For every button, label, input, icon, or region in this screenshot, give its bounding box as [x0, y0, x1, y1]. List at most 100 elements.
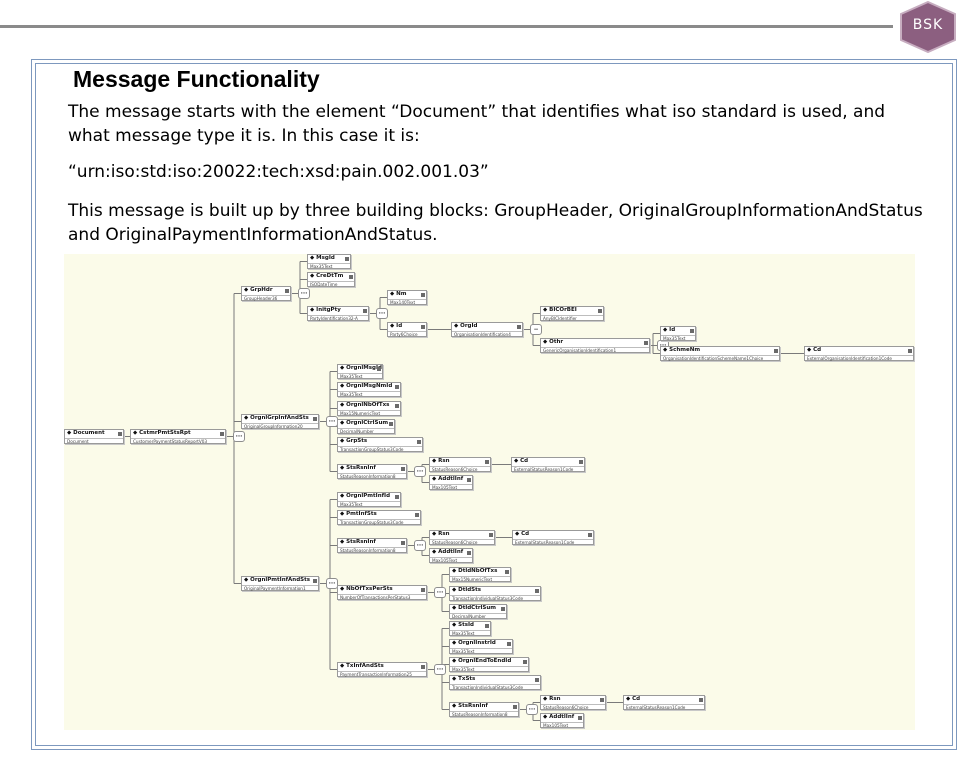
node-grip-icon [349, 275, 353, 279]
node-grip-icon [489, 533, 493, 537]
sequence-compositor-icon[interactable]: ··· [298, 288, 310, 299]
schema-node-name: ◆ Rsn [432, 458, 450, 464]
schema-node-name: ◆ OrgId [454, 323, 478, 329]
sequence-compositor-icon[interactable]: ··· [326, 578, 338, 589]
schema-node-type: StatusReasonInformation8 [450, 711, 518, 717]
schema-node-type: DecimalNumber [450, 613, 506, 619]
schema-node-id2[interactable]: ◆ Id Max35Text [660, 326, 696, 341]
schema-node-type: Max35Text [450, 630, 490, 636]
schema-node-name: ◆ Id [663, 327, 676, 333]
node-grip-icon [505, 570, 509, 574]
schema-node-type: ExternalStatusReason1Code [513, 539, 593, 545]
schema-node-name: ◆ TxInfAndSts [340, 663, 384, 669]
schema-node-name: ◆ MsgId [310, 255, 335, 261]
schema-node-name: ◆ OrgnlCtrlSum [340, 420, 389, 426]
schema-node-type: Max105Text [430, 557, 472, 563]
node-grip-icon [600, 698, 604, 702]
sequence-compositor-icon[interactable]: ··· [376, 308, 388, 319]
sequence-compositor-icon[interactable]: ··· [233, 431, 245, 442]
schema-node-name: ◆ GrpSts [340, 438, 368, 444]
node-grip-icon [501, 607, 505, 611]
schema-node-name: ◆ Id [390, 323, 403, 329]
schema-node-name: ◆ OrgnlEndToEndId [452, 658, 512, 664]
schema-node-type: OrganisationIdentification4 [452, 331, 522, 337]
node-grip-icon [774, 349, 778, 353]
schema-node-type: Max35Text [661, 335, 695, 341]
schema-node-name: ◆ OrgnlMsgNmId [340, 383, 393, 389]
schema-node-type: ISODateTime [308, 281, 354, 287]
schema-node-type: Max35Text [308, 263, 350, 269]
node-grip-icon [377, 367, 381, 371]
schema-node-name: ◆ SchmeNm [663, 347, 701, 353]
node-grip-icon [285, 289, 289, 293]
schema-node-name: ◆ OrgnlNbOfTxs [340, 402, 390, 408]
page-frame-inner [35, 63, 953, 746]
node-grip-icon [395, 385, 399, 389]
node-grip-icon [535, 678, 539, 682]
schema-node-type: DecimalNumber [338, 428, 394, 434]
sequence-compositor-icon[interactable]: ··· [434, 587, 446, 598]
schema-node-type: AnyBICIdentifier [541, 315, 603, 321]
schema-node-name: ◆ StsId [452, 622, 474, 628]
schema-node-type: PartyIdentification32-A [308, 315, 368, 321]
schema-node-name: ◆ Cd [515, 531, 530, 537]
sequence-compositor-icon[interactable]: ··· [526, 704, 538, 715]
schema-node-type: NumberOfTransactionsPerStatus3 [338, 594, 426, 600]
schema-node-name: ◆ CreDtTm [310, 273, 344, 279]
schema-node-type: Max35Text [450, 648, 512, 654]
schema-node-name: ◆ OrgnlGrpInfAndSts [244, 415, 309, 421]
schema-node-type: StatusReason6Choice [430, 466, 490, 472]
node-grip-icon [535, 589, 539, 593]
node-grip-icon [598, 309, 602, 313]
sequence-compositor-icon[interactable]: ··· [414, 466, 426, 477]
choice-compositor-icon[interactable]: − [530, 324, 542, 335]
sequence-compositor-icon[interactable]: ··· [414, 540, 426, 551]
schema-node-type: ExternalStatusReason1Code [624, 704, 704, 710]
schema-node-cd3[interactable]: ◆ Cd ExternalStatusReason1Code [512, 530, 594, 545]
sequence-compositor-icon[interactable]: ··· [434, 664, 446, 675]
node-grip-icon [313, 417, 317, 421]
